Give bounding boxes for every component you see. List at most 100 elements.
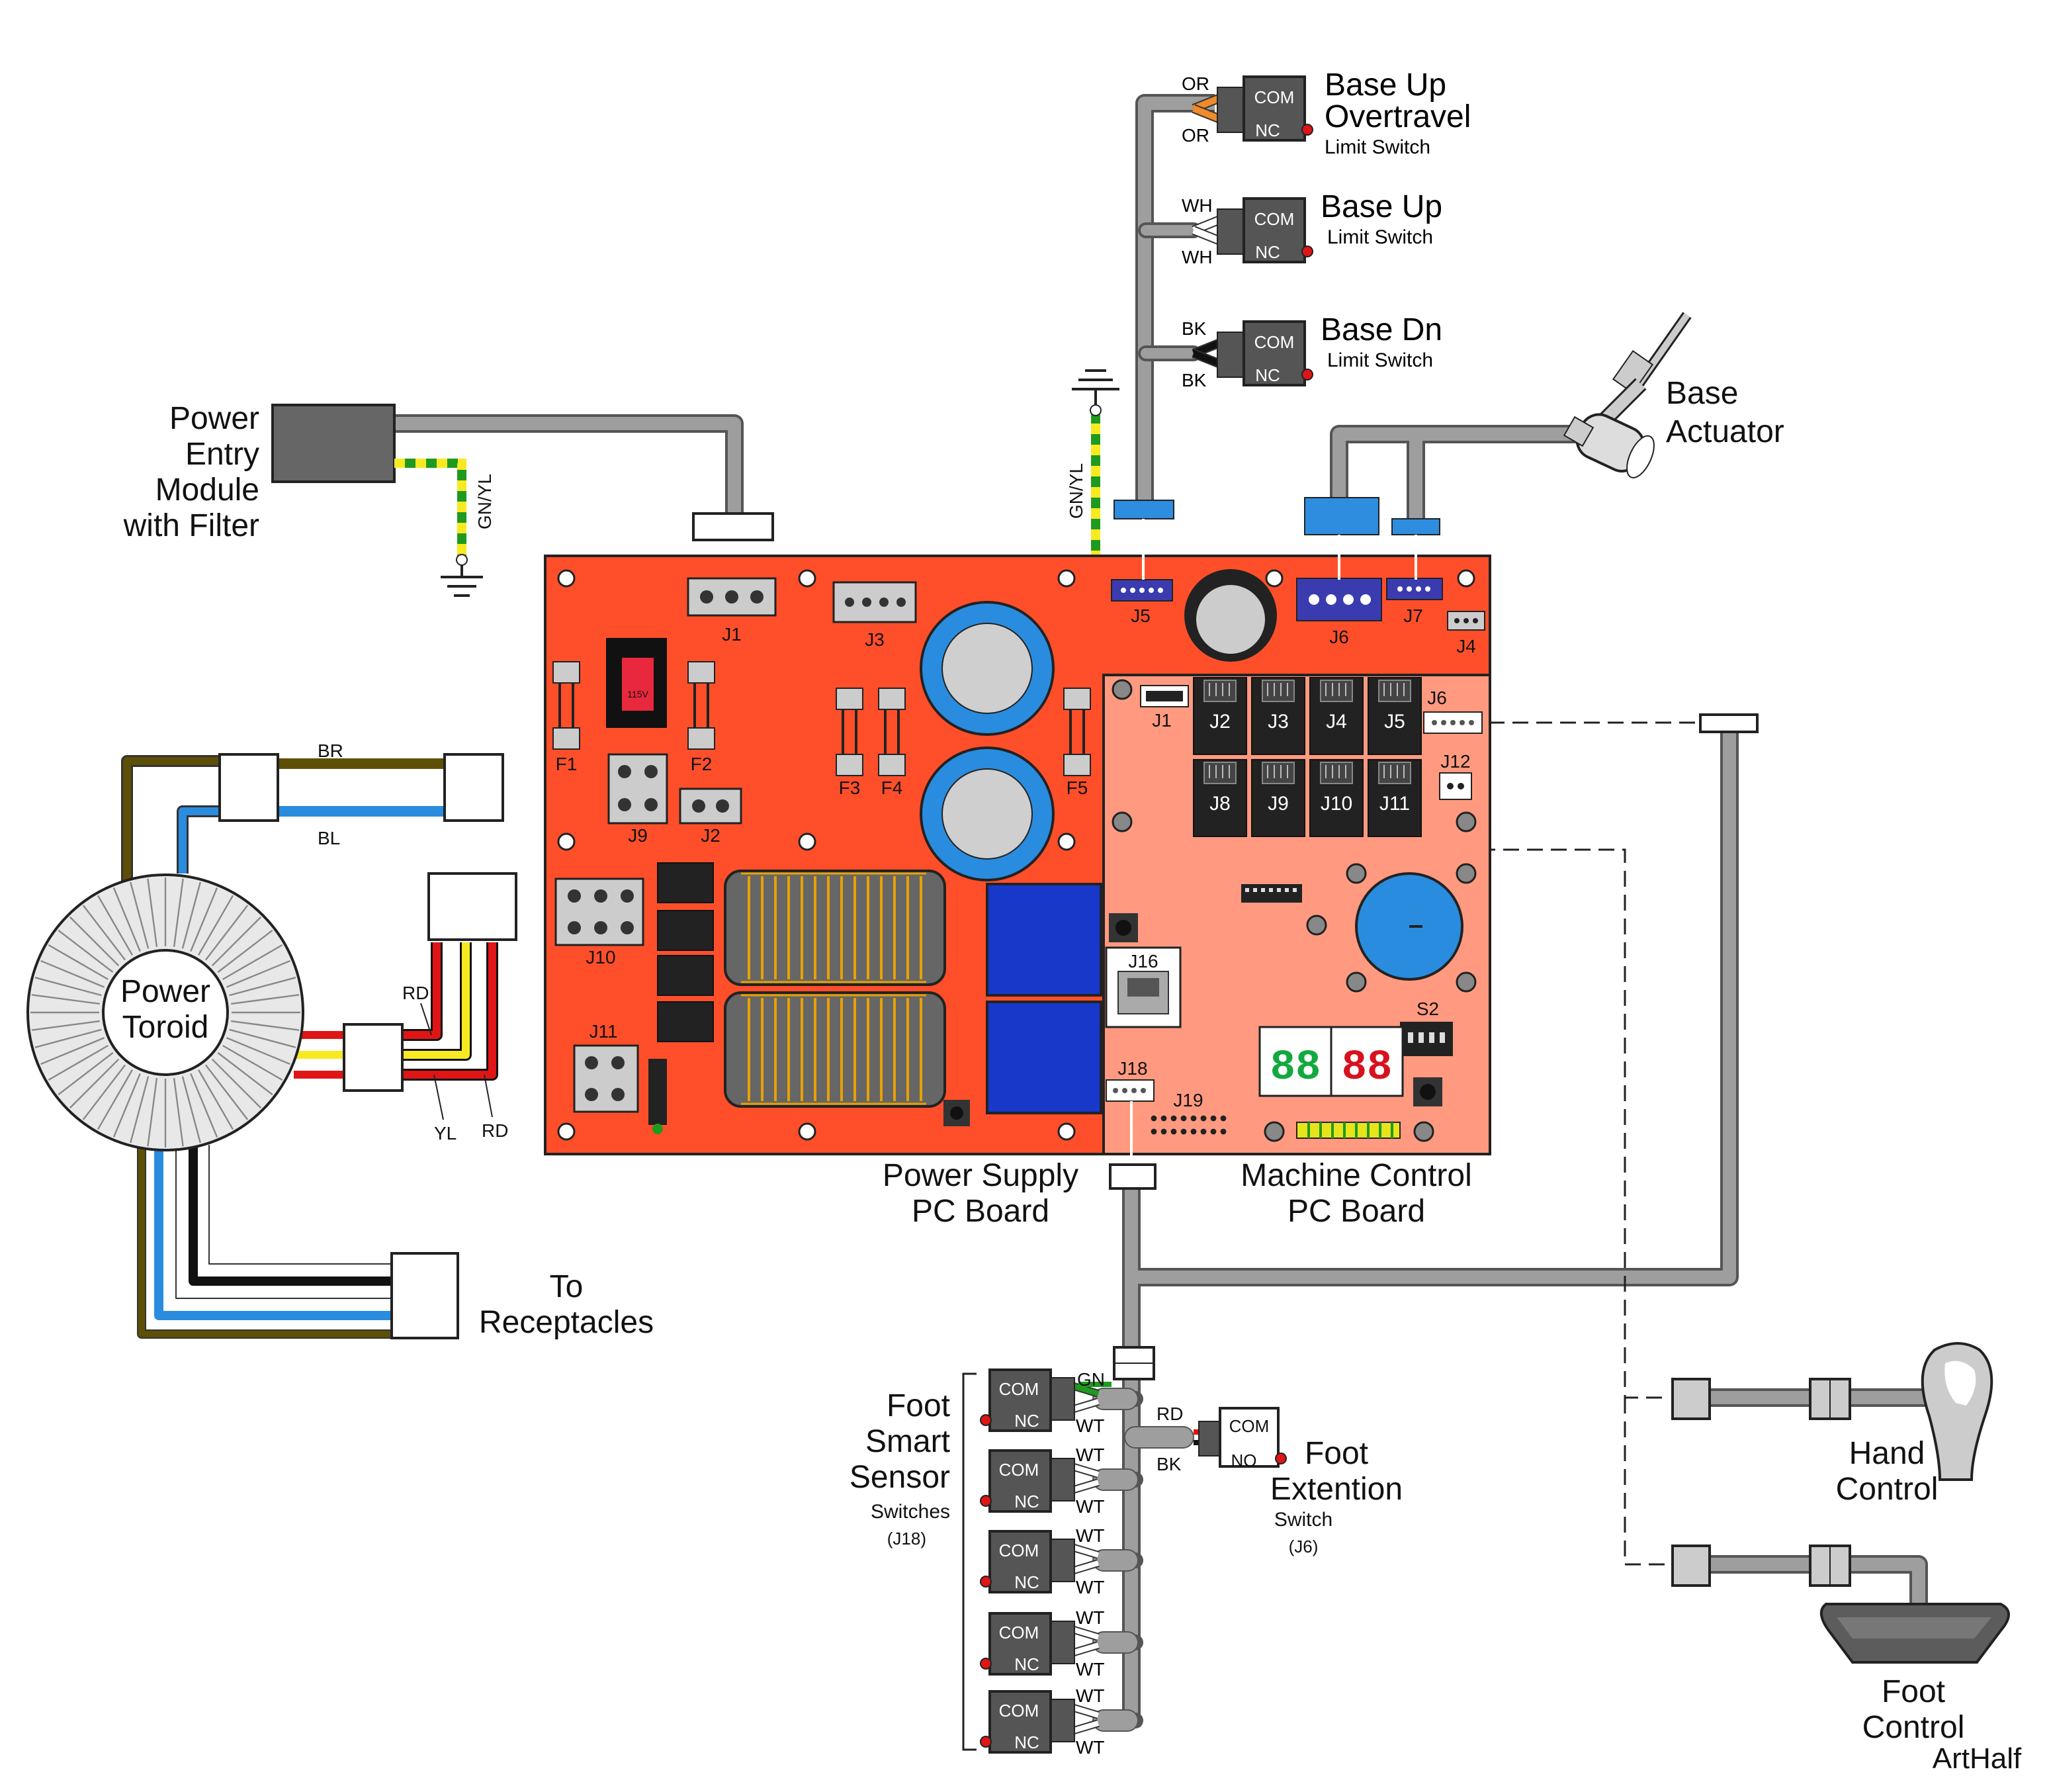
wire-bot-label: OR <box>1182 125 1209 146</box>
display-red: 88 <box>1342 1044 1393 1092</box>
gn-yl-label-2: GN/YL <box>1066 463 1086 519</box>
j1-cable-plug <box>692 512 774 541</box>
ps-j9-connector <box>607 753 668 825</box>
nc-label: NC <box>1255 365 1280 385</box>
nc-label: NC <box>1014 1492 1039 1511</box>
fuses <box>552 661 1091 776</box>
machine-control-board-label: Machine Control <box>1241 1158 1472 1193</box>
nc-label: NC <box>1255 120 1280 140</box>
ps-j2-connector <box>679 787 742 825</box>
mc-component-labels: J1 J6 J12 J16 J18 J19 S2 <box>1117 688 1470 1110</box>
fuse-f1-label: F1 <box>556 754 578 774</box>
top-j7-plug <box>1391 518 1440 535</box>
nc-label: NC <box>1014 1732 1039 1752</box>
ps-j11-label: J11 <box>589 1021 617 1042</box>
wire-wt-label: WT <box>1076 1607 1105 1628</box>
blue-relay-1 <box>986 883 1102 997</box>
foot-control-label: Foot <box>1882 1674 1945 1709</box>
jack-label: J9 <box>1268 793 1289 815</box>
mc-j19-label: J19 <box>1173 1090 1203 1110</box>
hand-control-label: Hand <box>1849 1436 1925 1471</box>
ps-j2-label: J2 <box>701 825 720 846</box>
wire-top-label: OR <box>1182 73 1209 94</box>
board-component-labels: J1 J3 J9 J2 J10 J11 F1 F2 F3 F4 F5 J5 J6… <box>556 605 1476 1042</box>
wire-top-label: WH <box>1182 195 1213 216</box>
gn-yl-ground-wire <box>394 459 466 556</box>
foot-ext-no-label: NO <box>1231 1451 1257 1470</box>
wire-wt-label: WT <box>1076 1685 1105 1706</box>
nc-label: NC <box>1014 1572 1039 1592</box>
power-entry-module <box>271 404 396 483</box>
fuse-f3-label: F3 <box>839 778 861 798</box>
mounting-holes <box>557 569 1475 1141</box>
foot-extention-j: (J6) <box>1289 1537 1319 1556</box>
fuse-f2-label: F2 <box>691 754 713 774</box>
capacitors <box>920 569 1277 881</box>
foot-extention-switch: COM NO <box>1194 1407 1287 1470</box>
nc-label: NC <box>1014 1654 1039 1674</box>
limit-switch-sub: Limit Switch <box>1327 349 1433 371</box>
wire-rd-label-2: RD <box>482 1120 508 1141</box>
limit-switch-title: Base Up <box>1325 67 1446 103</box>
mc-j16-label: J16 <box>1128 951 1158 971</box>
com-label: COM <box>999 1460 1039 1480</box>
jack-label: J5 <box>1384 711 1405 733</box>
top-j6-label: J6 <box>1329 627 1349 647</box>
power-entry-label: with Filter <box>123 508 259 543</box>
foot-extention-label: Foot <box>1305 1436 1368 1471</box>
jack-j11: J11 <box>1368 759 1422 837</box>
wire-wt-label: WT <box>1076 1496 1105 1517</box>
limit-switch-sub: Limit Switch <box>1327 226 1433 248</box>
foot-smart-sensor-sub: Switches <box>871 1501 950 1523</box>
wire-bl-label: BL <box>318 828 340 848</box>
limit-switch-title: Base Up <box>1321 189 1442 224</box>
wire-bot-label: BK <box>1182 370 1207 390</box>
ps-j9-label: J9 <box>628 825 648 846</box>
wire-color-labels: BR BL RD YL RD GN RD BK <box>318 740 1183 1474</box>
com-label: COM <box>999 1701 1039 1721</box>
mc-j12-label: J12 <box>1440 751 1470 772</box>
mc-j6-label: J6 <box>1427 688 1447 708</box>
wire-yl-label: YL <box>434 1123 457 1143</box>
top-j7-label: J7 <box>1403 605 1423 626</box>
toroid-windings <box>30 877 300 1147</box>
foot-extention-sub: Switch <box>1274 1509 1332 1531</box>
foot-sensor-bracket <box>962 1372 977 1751</box>
jack-j4: J4 <box>1309 677 1364 755</box>
jack-j2: J2 <box>1193 677 1247 755</box>
base-actuator-label: Actuator <box>1666 414 1784 449</box>
led-bar <box>1296 1122 1401 1139</box>
jack-j10: J10 <box>1309 759 1364 837</box>
callout-lines <box>420 1003 493 1120</box>
ground-symbol-2 <box>1072 369 1119 405</box>
com-label: COM <box>999 1379 1039 1399</box>
ps-j10-connector <box>554 877 644 946</box>
top-j5-plug <box>1113 500 1174 519</box>
toroid-wires <box>121 755 498 1339</box>
jack-j8: J8 <box>1193 759 1247 837</box>
foot-smart-sensor-label: Sensor <box>850 1460 950 1495</box>
com-label: COM <box>999 1541 1039 1560</box>
mc-j18-label: J18 <box>1117 1058 1147 1079</box>
toroid-connector-br <box>218 753 279 822</box>
gn-yl-label-1: GN/YL <box>474 474 495 529</box>
jack-label: J2 <box>1209 711 1231 733</box>
to-receptacles-label: Receptacles <box>479 1305 654 1340</box>
fuse-f5-label: F5 <box>1067 778 1088 798</box>
com-label: COM <box>999 1623 1039 1642</box>
ps-j11-connector <box>573 1044 639 1113</box>
gn-yl-labels: GN/YL GN/YL <box>474 463 1086 529</box>
foot-smart-sensor-label: Foot <box>887 1388 950 1423</box>
mc-holes <box>1112 679 1477 1142</box>
top-j6-plug <box>1304 497 1379 535</box>
base-actuator-label: Base <box>1666 376 1738 411</box>
